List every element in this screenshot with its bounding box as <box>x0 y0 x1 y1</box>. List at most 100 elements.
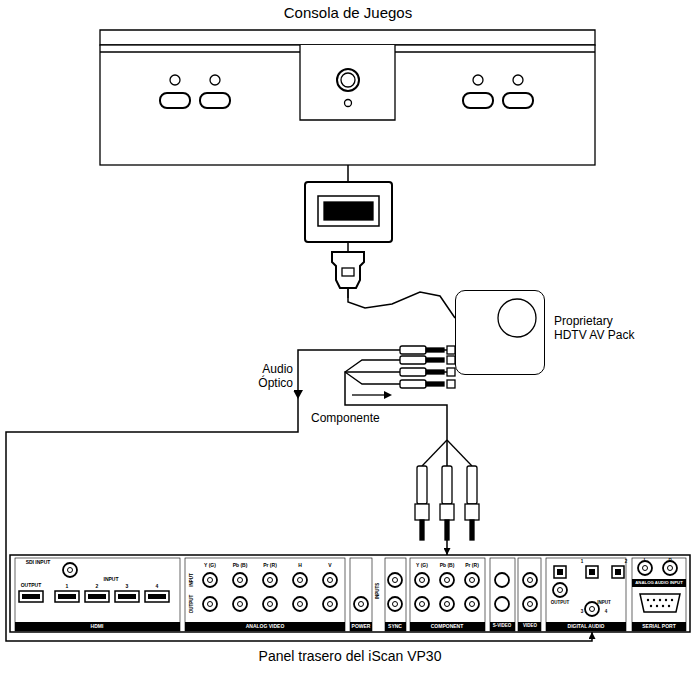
port-label: 2 <box>625 560 628 565</box>
console-body <box>100 45 595 165</box>
rca-jack <box>293 597 307 611</box>
port-label: SERIAL PORT <box>642 624 676 629</box>
port-label: 1 <box>581 560 584 565</box>
rca-jack <box>440 573 454 587</box>
cable-connector <box>6 350 592 641</box>
connector-port <box>612 566 624 578</box>
port-label: Y (G) <box>204 563 216 568</box>
connector-port <box>55 591 79 602</box>
rca-jack <box>585 602 599 616</box>
port-label: 2 <box>96 584 99 589</box>
game-console: Consola de Juegos <box>100 30 596 165</box>
direction-arrow <box>384 391 392 399</box>
cable-connector <box>345 372 455 555</box>
rca-jack <box>553 583 567 597</box>
connector-port <box>145 591 169 602</box>
port-label: Pb (B) <box>440 563 455 568</box>
port-label: S-VIDEO <box>493 624 512 629</box>
av-pack-dial <box>498 299 536 337</box>
rca-jack <box>465 597 479 611</box>
port-label: SDI INPUT <box>26 560 51 565</box>
port-label: Pr (R) <box>465 563 479 568</box>
rca-jack <box>523 597 537 611</box>
port-label: 3 <box>581 610 584 615</box>
rca-jack <box>323 573 337 587</box>
port-label: 4 <box>605 610 608 615</box>
rca-jack <box>415 597 429 611</box>
rca-jack <box>233 573 247 587</box>
port-label: INPUT <box>597 601 611 606</box>
port-label: SYNC <box>388 624 402 629</box>
rca-jack <box>63 563 77 577</box>
power-button <box>337 69 359 91</box>
port-label: DIGITAL AUDIO <box>568 624 605 629</box>
port-label: COMPONENT <box>431 624 464 629</box>
rca-jack <box>354 597 368 611</box>
panel-parts <box>15 558 686 631</box>
rear-panel <box>10 555 690 632</box>
port-label: INPUT <box>104 577 119 582</box>
port-label: 1 <box>66 584 69 589</box>
console-top <box>100 30 595 45</box>
rca-jack <box>263 597 277 611</box>
port-label: HDMI <box>91 624 104 629</box>
connector-port <box>554 566 566 578</box>
av-port <box>305 182 392 242</box>
connector-port <box>85 591 109 602</box>
rca-jack <box>293 573 307 587</box>
av-pack-box: Proprietary HDTV AV Pack <box>455 290 545 375</box>
port-label: ANALOG VIDEO <box>246 624 285 629</box>
rca-jack <box>388 597 402 611</box>
node-label: Consola de Juegos <box>100 4 596 21</box>
rca-jack <box>203 573 217 587</box>
port-label: VIDEO <box>523 624 537 629</box>
rca-jack <box>523 573 537 587</box>
section-strip <box>350 622 372 631</box>
node-label: Proprietary HDTV AV Pack <box>554 315 646 343</box>
port-label: 3 <box>126 584 129 589</box>
port-label: INPUT <box>190 573 195 587</box>
console-front-panel <box>300 45 395 120</box>
section-strip <box>490 622 515 631</box>
rca-jack <box>638 561 652 575</box>
av-plug <box>332 252 364 288</box>
rca-jack <box>440 597 454 611</box>
port-label: Pr (R) <box>263 563 277 568</box>
serial-port <box>640 594 680 612</box>
rca-jack <box>388 573 402 587</box>
section-strip <box>546 622 626 631</box>
rear-panel-box: Panel trasero del iScan VP30 <box>10 555 690 632</box>
section-strip <box>518 622 541 631</box>
port-label: OUTPUT <box>21 583 42 588</box>
node-label: Panel trasero del iScan VP30 <box>10 648 690 664</box>
port-label: OUTPUT <box>190 595 195 614</box>
port-label: Y (G) <box>416 563 428 568</box>
port-label: INPUTS <box>376 583 381 600</box>
section-strip <box>185 622 345 631</box>
port-label: OUTPUT <box>551 601 570 606</box>
port-label: V <box>328 563 331 568</box>
rca-jack <box>465 573 479 587</box>
port-label: H <box>298 563 302 568</box>
section-strip <box>15 622 180 631</box>
port-label: Pb (B) <box>233 563 248 568</box>
edge-label: Componente <box>310 411 392 425</box>
port-label: L <box>644 559 647 564</box>
port-label: POWER <box>352 624 371 629</box>
connector-port <box>115 591 139 602</box>
section-strip <box>385 622 406 631</box>
port-label: 4 <box>156 584 159 589</box>
direction-arrow <box>293 390 303 399</box>
section-strip <box>410 622 485 631</box>
optical-plug <box>400 346 426 354</box>
rca-jack <box>323 597 337 611</box>
rca-jack <box>233 597 247 611</box>
connector-port <box>19 591 43 602</box>
edge-label: Audio Óptico <box>238 362 294 391</box>
rca-jack <box>203 597 217 611</box>
port-label: ANALOG AUDIO INPUT <box>635 581 683 585</box>
connector-port <box>586 566 598 578</box>
rca-plugs <box>415 466 479 540</box>
rca-jack <box>415 573 429 587</box>
